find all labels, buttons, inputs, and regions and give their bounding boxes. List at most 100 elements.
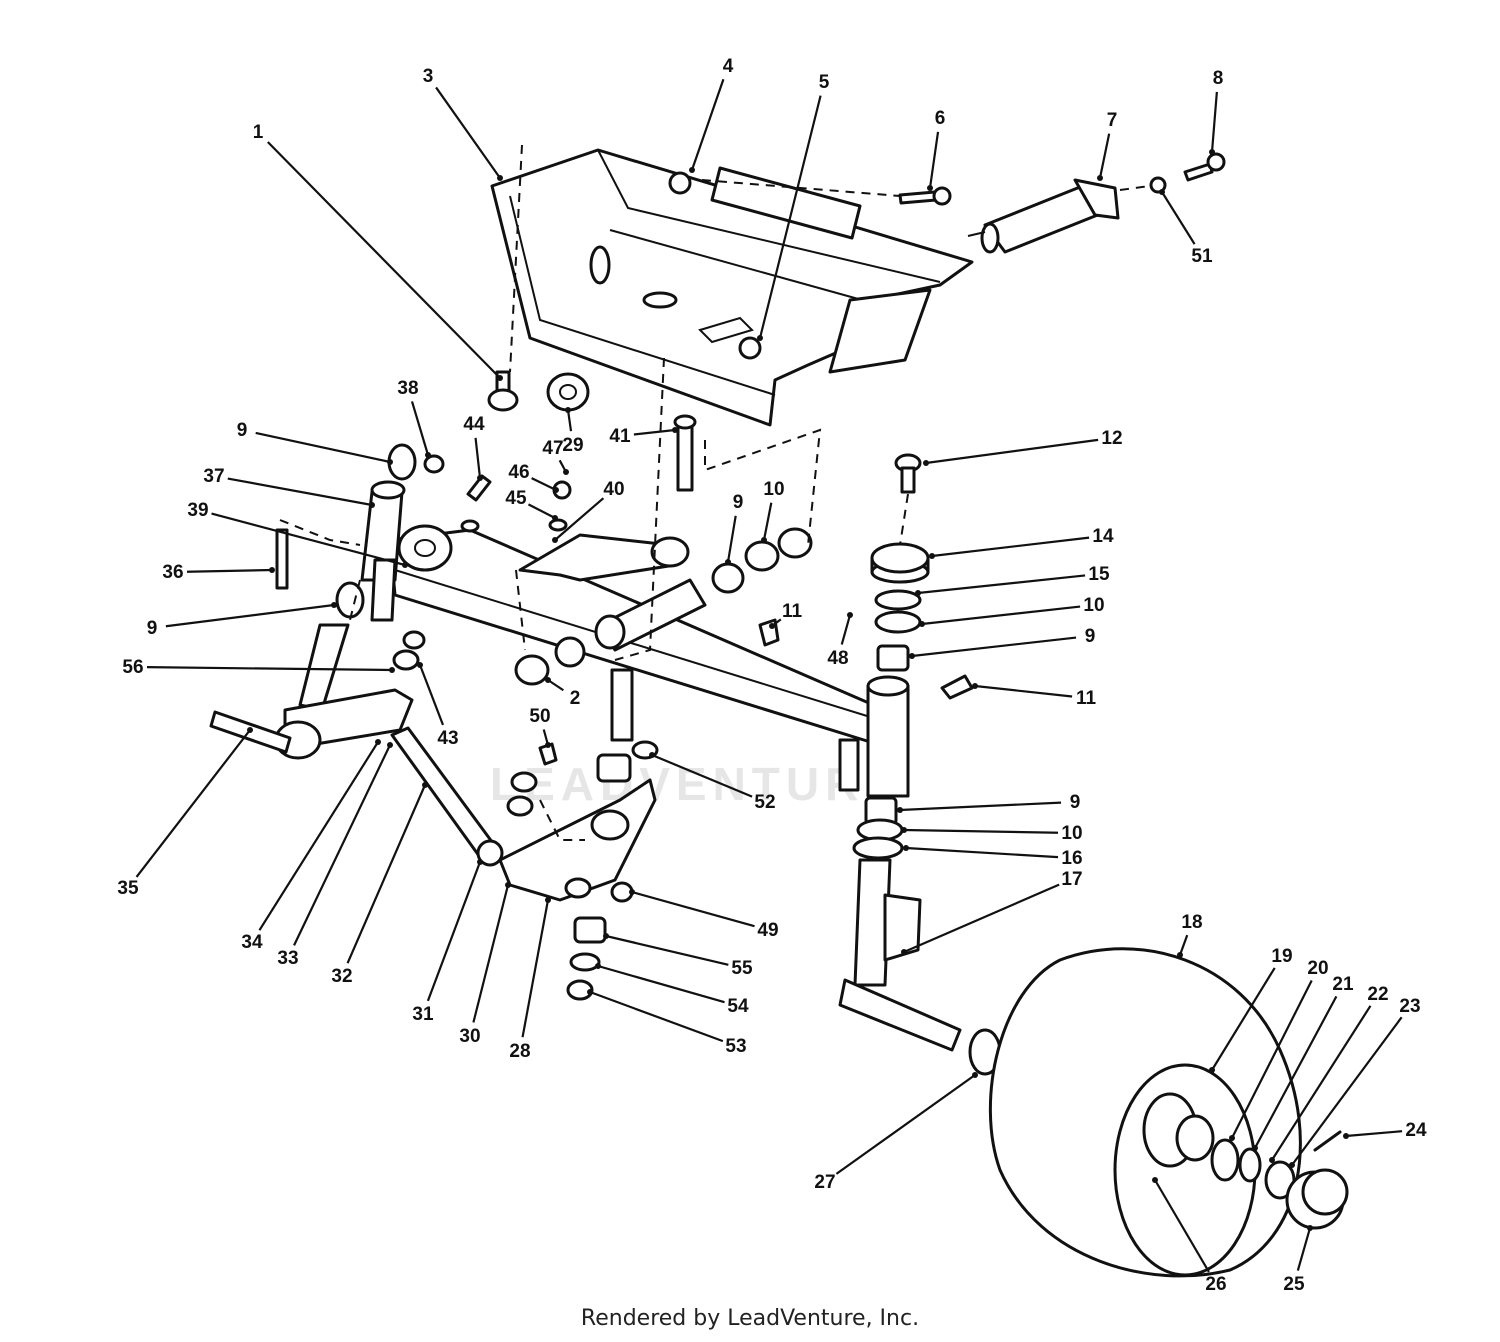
leader-dot <box>923 460 929 466</box>
callout-label: 47 <box>542 438 563 459</box>
leader-line <box>547 679 564 692</box>
leader-dot <box>563 469 569 475</box>
leader-dot <box>402 562 408 568</box>
leader-line <box>267 141 501 379</box>
leader-dot <box>477 475 483 481</box>
nut-43-a <box>402 630 426 650</box>
leader-dot <box>545 897 551 903</box>
leader-line <box>931 536 1090 558</box>
leader-line <box>762 502 773 541</box>
leader-line <box>531 477 557 491</box>
washer-56 <box>392 649 420 671</box>
leader-dot <box>927 185 933 191</box>
leader-line <box>1154 1179 1210 1273</box>
callout-label: 9 <box>1070 792 1081 813</box>
leader-dot <box>919 621 925 627</box>
bolt-36 <box>275 528 289 590</box>
washer-2 <box>514 654 550 686</box>
leader-line <box>146 666 393 672</box>
callout-label: 52 <box>754 792 775 813</box>
callout-label: 53 <box>725 1036 746 1057</box>
leader-line <box>903 828 1059 834</box>
leader-line <box>293 744 391 946</box>
leader-dot <box>553 487 559 493</box>
leader-dot <box>387 742 393 748</box>
callout-label: 11 <box>782 601 803 622</box>
leader-line <box>472 884 510 1023</box>
leader-line <box>1291 1016 1403 1166</box>
leader-dot <box>1177 952 1183 958</box>
bushing-9-d <box>876 644 910 672</box>
bolt-8 <box>1183 152 1226 182</box>
seal-15 <box>874 589 922 611</box>
right-spindle-housing <box>838 675 910 798</box>
dust-cap-14 <box>870 542 930 584</box>
leader-dot <box>769 623 775 629</box>
callout-label: 30 <box>459 1026 480 1047</box>
leader-dot <box>757 335 763 341</box>
callout-label: 28 <box>509 1041 530 1062</box>
leader-dot <box>1252 1145 1258 1151</box>
leader-dot <box>897 807 903 813</box>
leader-dot <box>672 427 678 433</box>
leader-dot <box>972 1072 978 1078</box>
leader-dot <box>1269 1157 1275 1163</box>
callout-label: 21 <box>1332 974 1354 995</box>
leader-line <box>651 753 753 798</box>
leader-line <box>527 503 556 519</box>
leader-line <box>921 605 1081 626</box>
callout-label: 39 <box>187 500 208 521</box>
leader-dot <box>629 889 635 895</box>
callout-label: 49 <box>757 920 778 941</box>
callout-label: 44 <box>463 414 485 435</box>
leader-line <box>566 409 573 432</box>
leader-line <box>917 574 1086 595</box>
leader-dot <box>1229 1135 1235 1141</box>
leader-dot <box>425 452 431 458</box>
leader-line <box>631 890 755 928</box>
callout-label: 17 <box>1061 869 1082 890</box>
leader-dot <box>901 949 907 955</box>
leader-dot <box>497 175 503 181</box>
leader-dot <box>1289 1162 1295 1168</box>
leader-dot <box>929 553 935 559</box>
leader-line <box>346 784 427 964</box>
callout-label: 10 <box>763 479 784 500</box>
leader-dot <box>595 963 601 969</box>
leader-line <box>1211 967 1276 1071</box>
callout-label: 8 <box>1213 68 1224 89</box>
callout-label: 14 <box>1092 526 1114 547</box>
callout-label: 34 <box>241 932 263 953</box>
callout-label: 10 <box>1083 595 1104 616</box>
leader-dot <box>417 662 423 668</box>
callout-label: 32 <box>331 966 352 987</box>
leader-dot <box>389 667 395 673</box>
callout-label: 22 <box>1367 984 1388 1005</box>
callout-label: 7 <box>1107 110 1118 131</box>
leader-dot <box>422 782 428 788</box>
leader-line <box>258 741 379 931</box>
leader-line <box>840 614 852 645</box>
callout-label: 11 <box>1076 688 1097 709</box>
leader-line <box>474 437 482 479</box>
cotter-pin-24 <box>1313 1130 1342 1152</box>
leader-line <box>1254 995 1338 1149</box>
footer-credit: Rendered by LeadVenture, Inc. <box>580 1306 920 1331</box>
washer-54 <box>569 952 601 972</box>
leader-line <box>925 438 1099 465</box>
callout-label: 10 <box>1061 823 1082 844</box>
leader-dot <box>505 882 511 888</box>
leader-dot <box>545 677 551 683</box>
grease-fitting-11-b <box>940 674 974 700</box>
nut-5 <box>738 336 762 360</box>
leader-line <box>1098 133 1111 179</box>
axle-support-bracket <box>490 148 974 427</box>
callout-label: 9 <box>733 492 744 513</box>
leader-dot <box>375 739 381 745</box>
leader-line <box>1161 191 1196 245</box>
washer-48 <box>777 527 813 559</box>
hub-cap-25 <box>1285 1168 1349 1230</box>
leader-line <box>899 801 1062 812</box>
leader-dot <box>847 612 853 618</box>
